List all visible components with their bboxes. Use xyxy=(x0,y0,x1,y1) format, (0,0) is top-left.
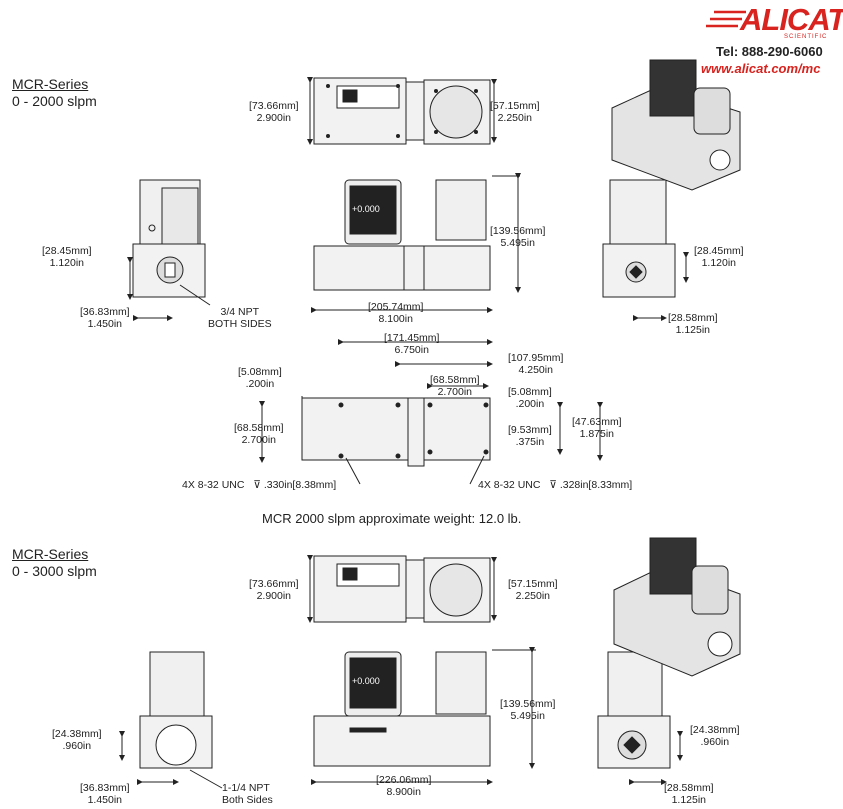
dim-top-height-2: [57.15mm]2.250in xyxy=(490,100,540,124)
dim-right-width: [28.58mm]1.125in xyxy=(664,782,714,806)
top-view-3000 xyxy=(313,555,491,623)
dim-left-width: [36.83mm]1.450in xyxy=(80,306,130,330)
left-view-3000 xyxy=(139,651,213,769)
dim-top-height-2: [57.15mm]2.250in xyxy=(508,578,558,602)
dim-bottom-hole-spacing: [68.58mm]2.700in xyxy=(430,374,480,398)
dim-front-height: [139.56mm]5.495in xyxy=(500,698,556,722)
dim-right-width: [28.58mm]1.125in xyxy=(668,312,718,336)
dim-left-port-height: [28.45mm]1.120in xyxy=(42,245,92,269)
dim-bottom-hole-inset: [9.53mm].375in xyxy=(508,424,552,448)
dim-top-height: [73.66mm]2.900in xyxy=(249,100,299,124)
brand-logo: ALICAT xyxy=(740,2,843,37)
front-view-3000 xyxy=(313,651,491,767)
left-view-2000 xyxy=(132,179,206,298)
series-title-2: MCR-Series xyxy=(12,546,89,562)
brand-sub: SCIENTIFIC xyxy=(784,34,828,40)
dim-bottom-offset-right: [5.08mm].200in xyxy=(508,386,552,410)
dim-top-height: [73.66mm]2.900in xyxy=(249,578,299,602)
dim-bottom-block: [107.95mm]4.250in xyxy=(508,352,564,376)
screw-callout-left: 4X 8-32 UNC ⊽ .330in[8.38mm] xyxy=(182,479,337,491)
dim-bottom-offset-left: [5.08mm].200in xyxy=(238,366,282,390)
series-range: 0 - 2000 slpm xyxy=(12,93,97,109)
display-reading: +0.000 xyxy=(352,204,380,214)
dim-front-width: [226.06mm]8.900in xyxy=(376,774,432,798)
bottom-view-2000 xyxy=(301,397,491,467)
display-reading-2: +0.000 xyxy=(352,676,380,686)
dim-left-port-height: [24.38mm].960in xyxy=(52,728,102,752)
screw-callout-right: 4X 8-32 UNC ⊽ .328in[8.33mm] xyxy=(478,479,633,491)
brand-swoosh xyxy=(706,10,746,28)
series-title: MCR-Series xyxy=(12,76,89,92)
dim-bottom-hole-span: [171.45mm]6.750in xyxy=(384,332,440,356)
series-range-2: 0 - 3000 slpm xyxy=(12,563,97,579)
right-view-2000 xyxy=(602,179,676,298)
depth-icon: ⊽ xyxy=(253,479,261,491)
dim-bottom-height: [68.58mm]2.700in xyxy=(234,422,284,446)
website-link[interactable]: www.alicat.com/mc xyxy=(701,61,821,76)
dim-front-height: [139.56mm]5.495in xyxy=(490,225,546,249)
front-view-2000 xyxy=(313,179,491,291)
dim-front-width: [205.74mm]8.100in xyxy=(368,301,424,325)
dim-right-port-height: [24.38mm].960in xyxy=(690,724,740,748)
dim-bottom-hole-height: [47.63mm]1.875in xyxy=(572,416,622,440)
weight-note: MCR 2000 slpm approximate weight: 12.0 l… xyxy=(262,511,522,526)
phone-number: Tel: 888-290-6060 xyxy=(716,44,823,59)
top-view-2000 xyxy=(313,77,491,145)
dim-right-port-height: [28.45mm]1.120in xyxy=(694,245,744,269)
iso-render-3000 xyxy=(613,537,741,677)
iso-render-2000 xyxy=(611,59,741,191)
depth-icon: ⊽ xyxy=(549,479,557,491)
dim-left-width: [36.83mm]1.450in xyxy=(80,782,130,806)
right-view-3000 xyxy=(597,651,671,769)
